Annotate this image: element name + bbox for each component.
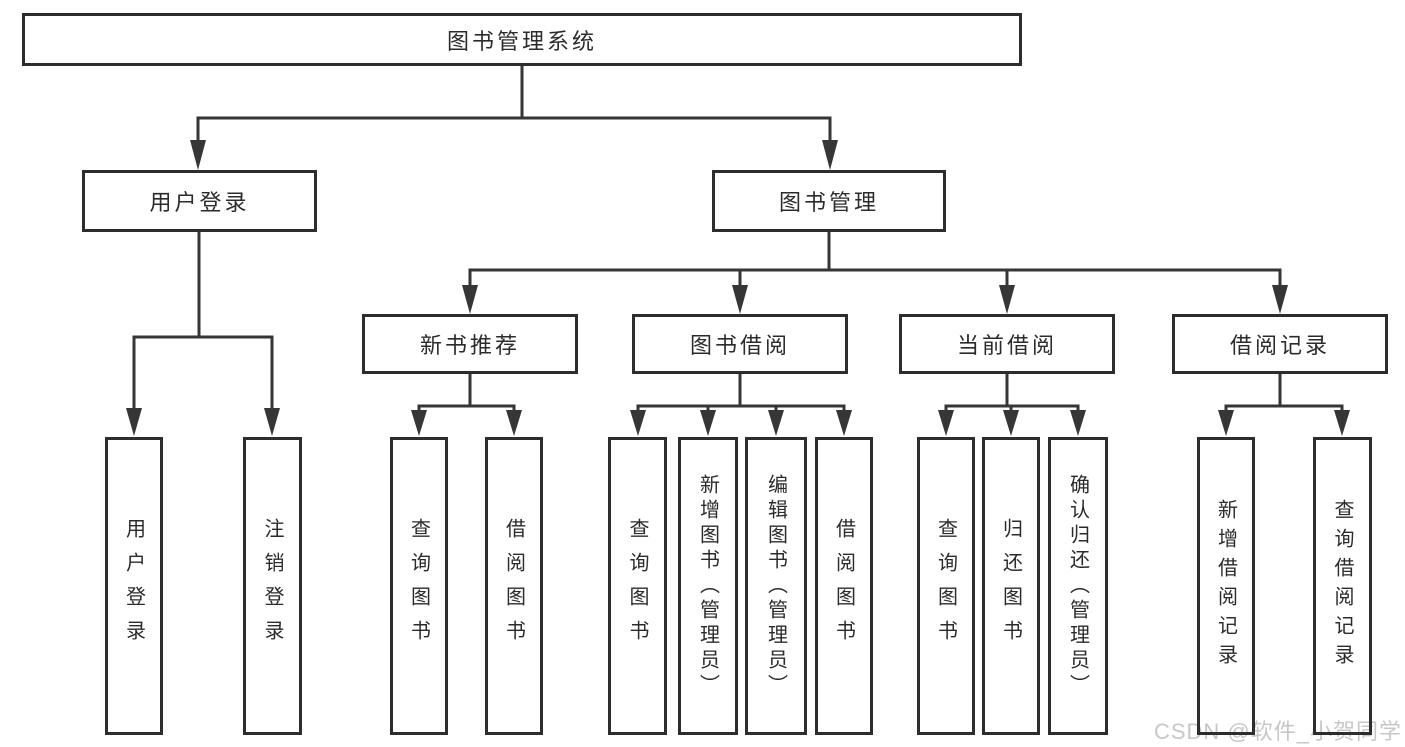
leaf-add-borrow-record: 新增借阅记录	[1197, 437, 1255, 735]
node-label: 注销登录	[261, 518, 283, 654]
leaf-user-login: 用户登录	[105, 437, 163, 735]
node-label: 查询图书	[407, 518, 430, 654]
node-label: 查询图书	[626, 518, 648, 654]
watermark-text: CSDN @软件_小贺同学	[1153, 719, 1402, 744]
leaf-borrow-books: 借阅图书	[815, 437, 873, 735]
node-label: 借阅图书	[502, 518, 525, 654]
node-label: 新增图书（管理员）	[696, 473, 719, 699]
node-label: 图书管理	[778, 190, 879, 215]
leaf-add-book-admin: 新增图书（管理员）	[678, 437, 738, 735]
leaf-query-books-current: 查询图书	[917, 437, 975, 735]
leaf-logout: 注销登录	[243, 437, 302, 735]
node-label: 借阅记录	[1229, 333, 1330, 358]
leaf-query-books-borrow: 查询图书	[608, 437, 667, 735]
node-current-borrow: 当前借阅	[899, 314, 1115, 374]
node-label: 新增借阅记录	[1214, 499, 1237, 673]
node-label: 新书推荐	[419, 333, 520, 358]
node-label: 图书借阅	[689, 333, 790, 358]
edges-user-login	[132, 232, 274, 410]
node-label: 用户登录	[149, 190, 250, 215]
arrowheads-book-borrow	[630, 410, 852, 436]
arrowheads-root	[190, 140, 838, 170]
edges-current-borrow	[944, 374, 1080, 412]
node-library-management-system: 图书管理系统	[22, 13, 1022, 66]
node-label: 确认归还（管理员）	[1066, 473, 1089, 699]
edges-book-borrow	[636, 374, 846, 412]
node-borrow-records: 借阅记录	[1172, 314, 1388, 374]
node-book-borrow: 图书借阅	[632, 314, 848, 374]
edges-root	[196, 66, 832, 142]
leaf-borrow-books-recommend: 借阅图书	[485, 437, 543, 735]
node-book-management: 图书管理	[712, 170, 946, 232]
arrowheads-user-login	[126, 408, 280, 436]
edges-book-management	[468, 232, 1282, 287]
arrowheads-current-borrow	[938, 410, 1086, 436]
node-label: 用户登录	[122, 518, 145, 654]
node-label: 图书管理系统	[446, 28, 597, 54]
leaf-return-book: 归还图书	[982, 437, 1040, 735]
leaf-confirm-return-admin: 确认归还（管理员）	[1048, 437, 1108, 735]
edges-new-book-recommend	[417, 374, 516, 412]
node-user-login: 用户登录	[82, 170, 317, 232]
node-label: 查询图书	[934, 518, 957, 654]
arrowheads-borrow-records	[1218, 410, 1350, 436]
node-label: 查询借阅记录	[1331, 499, 1353, 673]
leaf-query-books-recommend: 查询图书	[390, 437, 448, 735]
arrowheads-new-book-recommend	[411, 410, 522, 436]
node-label: 编辑图书（管理员）	[764, 473, 787, 699]
leaf-edit-book-admin: 编辑图书（管理员）	[745, 437, 807, 735]
node-label: 当前借阅	[956, 333, 1057, 358]
node-label: 借阅图书	[832, 518, 855, 654]
node-new-book-recommend: 新书推荐	[362, 314, 578, 374]
edges-borrow-records	[1224, 374, 1344, 412]
leaf-query-borrow-record: 查询借阅记录	[1313, 437, 1372, 735]
node-label: 归还图书	[999, 518, 1022, 654]
arrowheads-book-management	[462, 285, 1288, 314]
